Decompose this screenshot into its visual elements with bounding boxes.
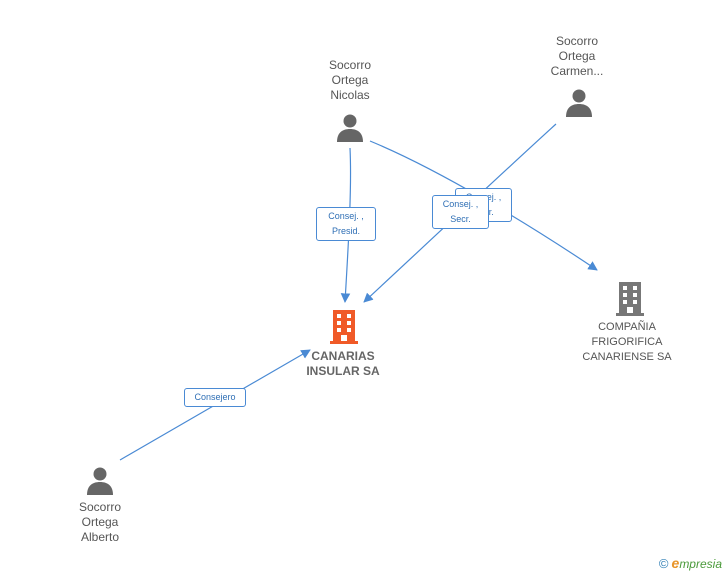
edge-label-line: Consejero [194,392,236,402]
person-label-line: Nicolas [330,88,370,102]
person-label-line: Socorro [78,500,122,514]
company-label-frigorifica: COMPAÑIA FRIGORIFICA CANARIENSE SA [562,320,692,365]
company-label-canarias: CANARIAS INSULAR SA [278,349,408,379]
building-icon [616,282,644,316]
company-label-line: FRIGORIFICA [591,336,663,348]
company-label-line: CANARIAS [311,349,375,363]
person-icon [87,467,113,495]
person-node-nicolas[interactable]: Socorro Ortega Nicolas [290,58,410,148]
person-label-alberto: Socorro Ortega Alberto [40,500,160,545]
company-label-line: COMPAÑIA [598,321,656,333]
person-label-line: Ortega [81,515,119,529]
brand-name: mpresia [679,557,722,571]
edge-label-line: Consej. , [442,199,479,209]
company-label-line: INSULAR SA [306,364,380,378]
person-label-line: Ortega [558,49,596,63]
company-label-line: CANARIENSE SA [582,351,672,363]
person-label-line: Socorro [555,34,599,48]
edge-label-alberto-canarias[interactable]: Consejero [184,388,246,407]
person-node-alberto[interactable]: Socorro Ortega Alberto [40,464,160,549]
edge-label-line: Consej. , [328,211,364,221]
person-label-line: Carmen... [550,64,604,78]
person-label-carmen: Socorro Ortega Carmen... [517,34,637,79]
person-node-carmen[interactable]: Socorro Ortega Carmen... [517,34,637,124]
building-icon [330,310,358,344]
person-label-nicolas: Socorro Ortega Nicolas [290,58,410,103]
person-label-line: Alberto [80,530,120,544]
edge-label-line: Presid. [331,226,360,236]
person-icon [566,89,592,117]
company-node-frigorifica[interactable]: COMPAÑIA FRIGORIFICA CANARIENSE SA [562,282,692,367]
edge-label-nicolas-canarias[interactable]: Consej. , Presid. [316,207,376,241]
brand-logo: ©empresia [659,555,722,571]
person-icon [337,114,363,142]
edge-label-carmen-canarias[interactable]: Consej. , Secr. [432,195,489,229]
company-node-canarias[interactable]: CANARIAS INSULAR SA [278,310,408,380]
edge-label-line: Secr. [450,214,471,224]
person-label-line: Socorro [328,58,372,72]
copyright-symbol: © [658,556,669,571]
brand-initial: e [671,555,680,571]
person-label-line: Ortega [331,73,369,87]
